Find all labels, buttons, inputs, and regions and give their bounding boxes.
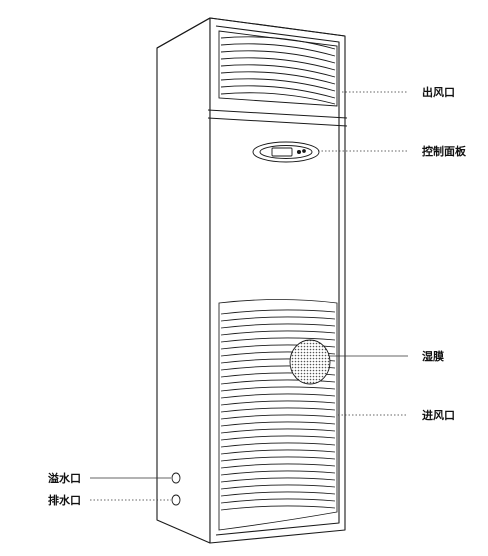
control-panel-display xyxy=(271,147,293,157)
lower-grille-slat xyxy=(220,463,336,469)
label-air-outlet: 出风口 xyxy=(422,85,455,99)
lower-grille-slat xyxy=(220,421,336,427)
upper-grille-slat xyxy=(220,92,336,105)
upper-grille-slat xyxy=(220,36,336,50)
upper-grille-slat xyxy=(220,57,336,71)
upper-grille-slat xyxy=(220,50,336,64)
lower-grille-slat xyxy=(220,400,336,406)
lower-grille-slat xyxy=(220,505,336,511)
lower-grille-slat xyxy=(220,477,336,483)
lower-grille-slat xyxy=(220,435,336,441)
lower-grille-slat xyxy=(220,498,336,504)
control-panel-inner xyxy=(259,145,313,159)
label-control-panel: 控制面板 xyxy=(422,144,467,158)
callout-labels: 出风口 控制面板 湿膜 进风口 溢水口 排水口 xyxy=(48,85,467,507)
drain-port-fitting xyxy=(171,494,181,506)
lower-grille-slat xyxy=(220,456,336,462)
waist-band xyxy=(207,109,348,127)
control-panel-button xyxy=(296,149,302,155)
lower-grille-slat xyxy=(220,470,336,476)
control-panel-button xyxy=(302,149,306,153)
control-panel-housing xyxy=(252,141,320,163)
label-wet-membrane: 湿膜 xyxy=(422,349,444,363)
side-drain-fittings xyxy=(171,472,181,506)
lower-grille-slat xyxy=(220,316,336,322)
upper-grille-slat xyxy=(220,78,336,92)
cabinet-side-panel xyxy=(156,17,211,544)
label-drain-port: 排水口 xyxy=(48,493,81,507)
lower-grille-slat xyxy=(220,407,336,413)
cabinet-top-edge xyxy=(156,17,346,49)
upper-grille-slat xyxy=(220,85,336,99)
wet-membrane-pad xyxy=(289,339,331,385)
lower-grille-frame xyxy=(218,299,338,531)
upper-grille-slat xyxy=(220,64,336,78)
lower-grille-slat xyxy=(220,491,336,497)
lower-grille-slat xyxy=(220,309,336,315)
lower-grille-slat xyxy=(220,428,336,434)
lower-grille-slat xyxy=(220,484,336,490)
cabinet-body xyxy=(156,17,346,544)
label-overflow-port: 溢水口 xyxy=(48,471,81,485)
lower-grille-slat xyxy=(220,379,336,385)
lower-grille-slat xyxy=(220,442,336,448)
lower-grille-slat xyxy=(220,323,336,329)
lower-grille-slat xyxy=(220,393,336,399)
control-panel-unit xyxy=(252,141,320,163)
lower-grille-slat xyxy=(220,449,336,455)
lower-grille-slat xyxy=(220,386,336,392)
overflow-port-fitting xyxy=(171,472,181,484)
lower-grille-slat xyxy=(220,337,336,343)
leader-lines xyxy=(90,91,408,501)
lower-grille-slat xyxy=(220,414,336,420)
lower-grille-slat xyxy=(220,330,336,336)
upper-outlet-grille xyxy=(218,30,338,107)
label-air-inlet: 进风口 xyxy=(422,408,455,422)
upper-grille-slat xyxy=(220,71,336,85)
upper-grille-slat xyxy=(220,43,336,57)
lower-intake-grille xyxy=(218,299,338,531)
cabinet-front-inner-frame xyxy=(215,25,340,536)
